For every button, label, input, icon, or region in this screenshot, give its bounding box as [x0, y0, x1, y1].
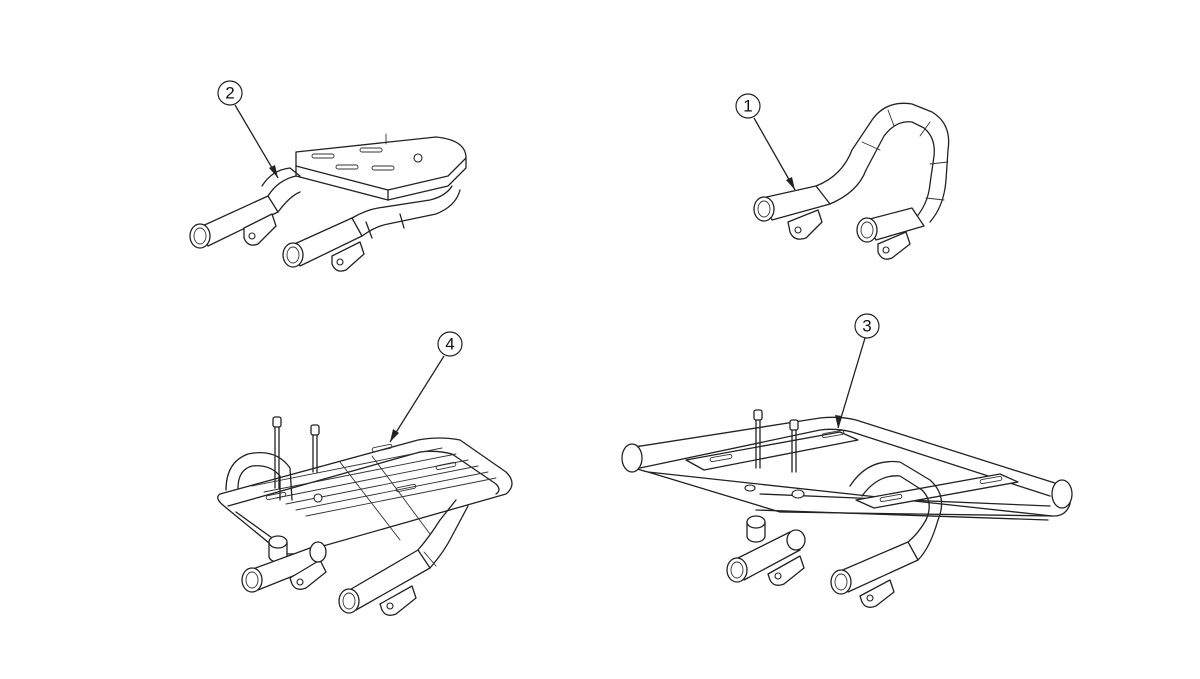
callout-4-label: 4	[445, 335, 454, 354]
callout-1: 1	[735, 93, 796, 191]
bolt-3-left	[753, 409, 763, 469]
callout-4: 4	[389, 331, 463, 443]
callout-3-label: 3	[862, 317, 871, 336]
callout-1-label: 1	[743, 97, 752, 116]
part-3-drawing	[621, 409, 1073, 608]
spacer-3	[746, 515, 766, 543]
part-4-drawing	[217, 416, 513, 616]
callout-2: 2	[217, 80, 279, 179]
part-2-drawing	[189, 133, 467, 272]
part-1-drawing	[753, 102, 950, 260]
spacer-4	[268, 535, 288, 563]
callout-3: 3	[835, 313, 880, 429]
callout-2-label: 2	[225, 84, 234, 103]
bolt-left	[272, 416, 282, 489]
bolt-right	[310, 424, 320, 473]
bolt-3-right	[789, 419, 799, 473]
